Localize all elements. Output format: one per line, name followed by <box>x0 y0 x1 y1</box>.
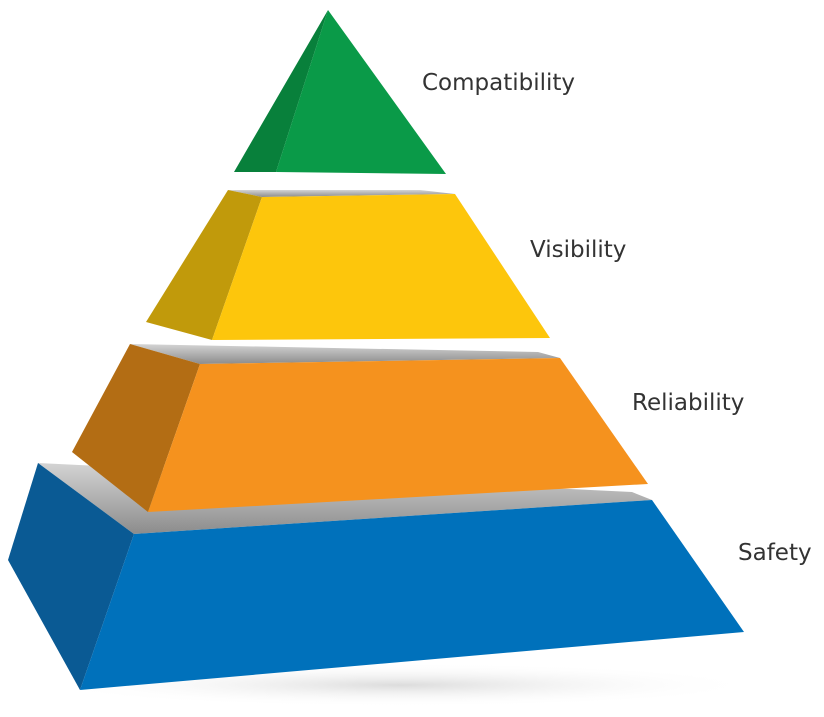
tier-visibility <box>146 190 550 340</box>
label-reliability: Reliability <box>632 390 744 416</box>
tier-compatibility <box>234 10 446 174</box>
tier-reliability <box>72 344 648 512</box>
reliability-top-ledge <box>130 344 560 364</box>
label-visibility: Visibility <box>530 237 626 263</box>
safety-front-face <box>80 500 744 690</box>
label-safety: Safety <box>738 540 812 566</box>
reliability-side-face <box>72 344 200 512</box>
safety-side-face <box>8 463 134 690</box>
reliability-front-face <box>148 358 648 512</box>
visibility-front-face <box>212 194 550 340</box>
visibility-side-face <box>146 190 262 340</box>
visibility-top-ledge <box>228 190 455 197</box>
label-compatibility: Compatibility <box>422 70 575 96</box>
compatibility-front-face <box>276 10 446 174</box>
compatibility-side-face <box>234 10 328 172</box>
